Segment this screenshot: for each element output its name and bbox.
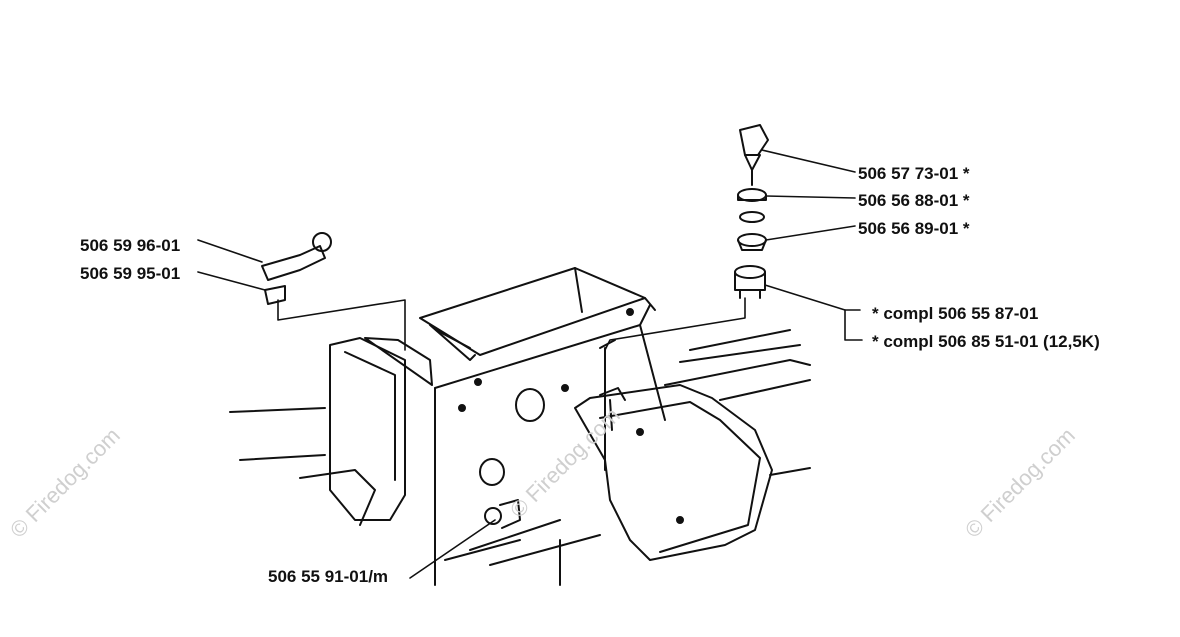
leader-lines [197,149,863,579]
nut-icon [737,188,767,202]
ignition-switch-icon [734,265,766,299]
lever-icon [261,232,332,281]
dashboard-panel [434,304,666,586]
callout-nut: 506 56 88-01 * [858,191,970,210]
right-side-panel [574,329,811,561]
callout-key: 506 57 73-01 * [858,164,970,183]
tank-box [419,267,656,361]
callout-washer: 506 56 89-01 * [858,219,970,238]
callout-socket: 506 55 91-01/m [268,567,389,586]
left-body-panel [229,337,433,526]
callout-lever: 506 59 96-01 [80,236,181,255]
callout-knob: 506 59 95-01 [80,264,181,283]
callout-compl-1: * compl 506 55 87-01 [872,304,1039,323]
washer-icon [737,211,767,251]
callout-compl-2: * compl 506 85 51-01 (12,5K) [872,332,1100,351]
socket-icon [484,499,521,529]
key-icon [739,124,769,186]
knob-icon [264,285,286,305]
